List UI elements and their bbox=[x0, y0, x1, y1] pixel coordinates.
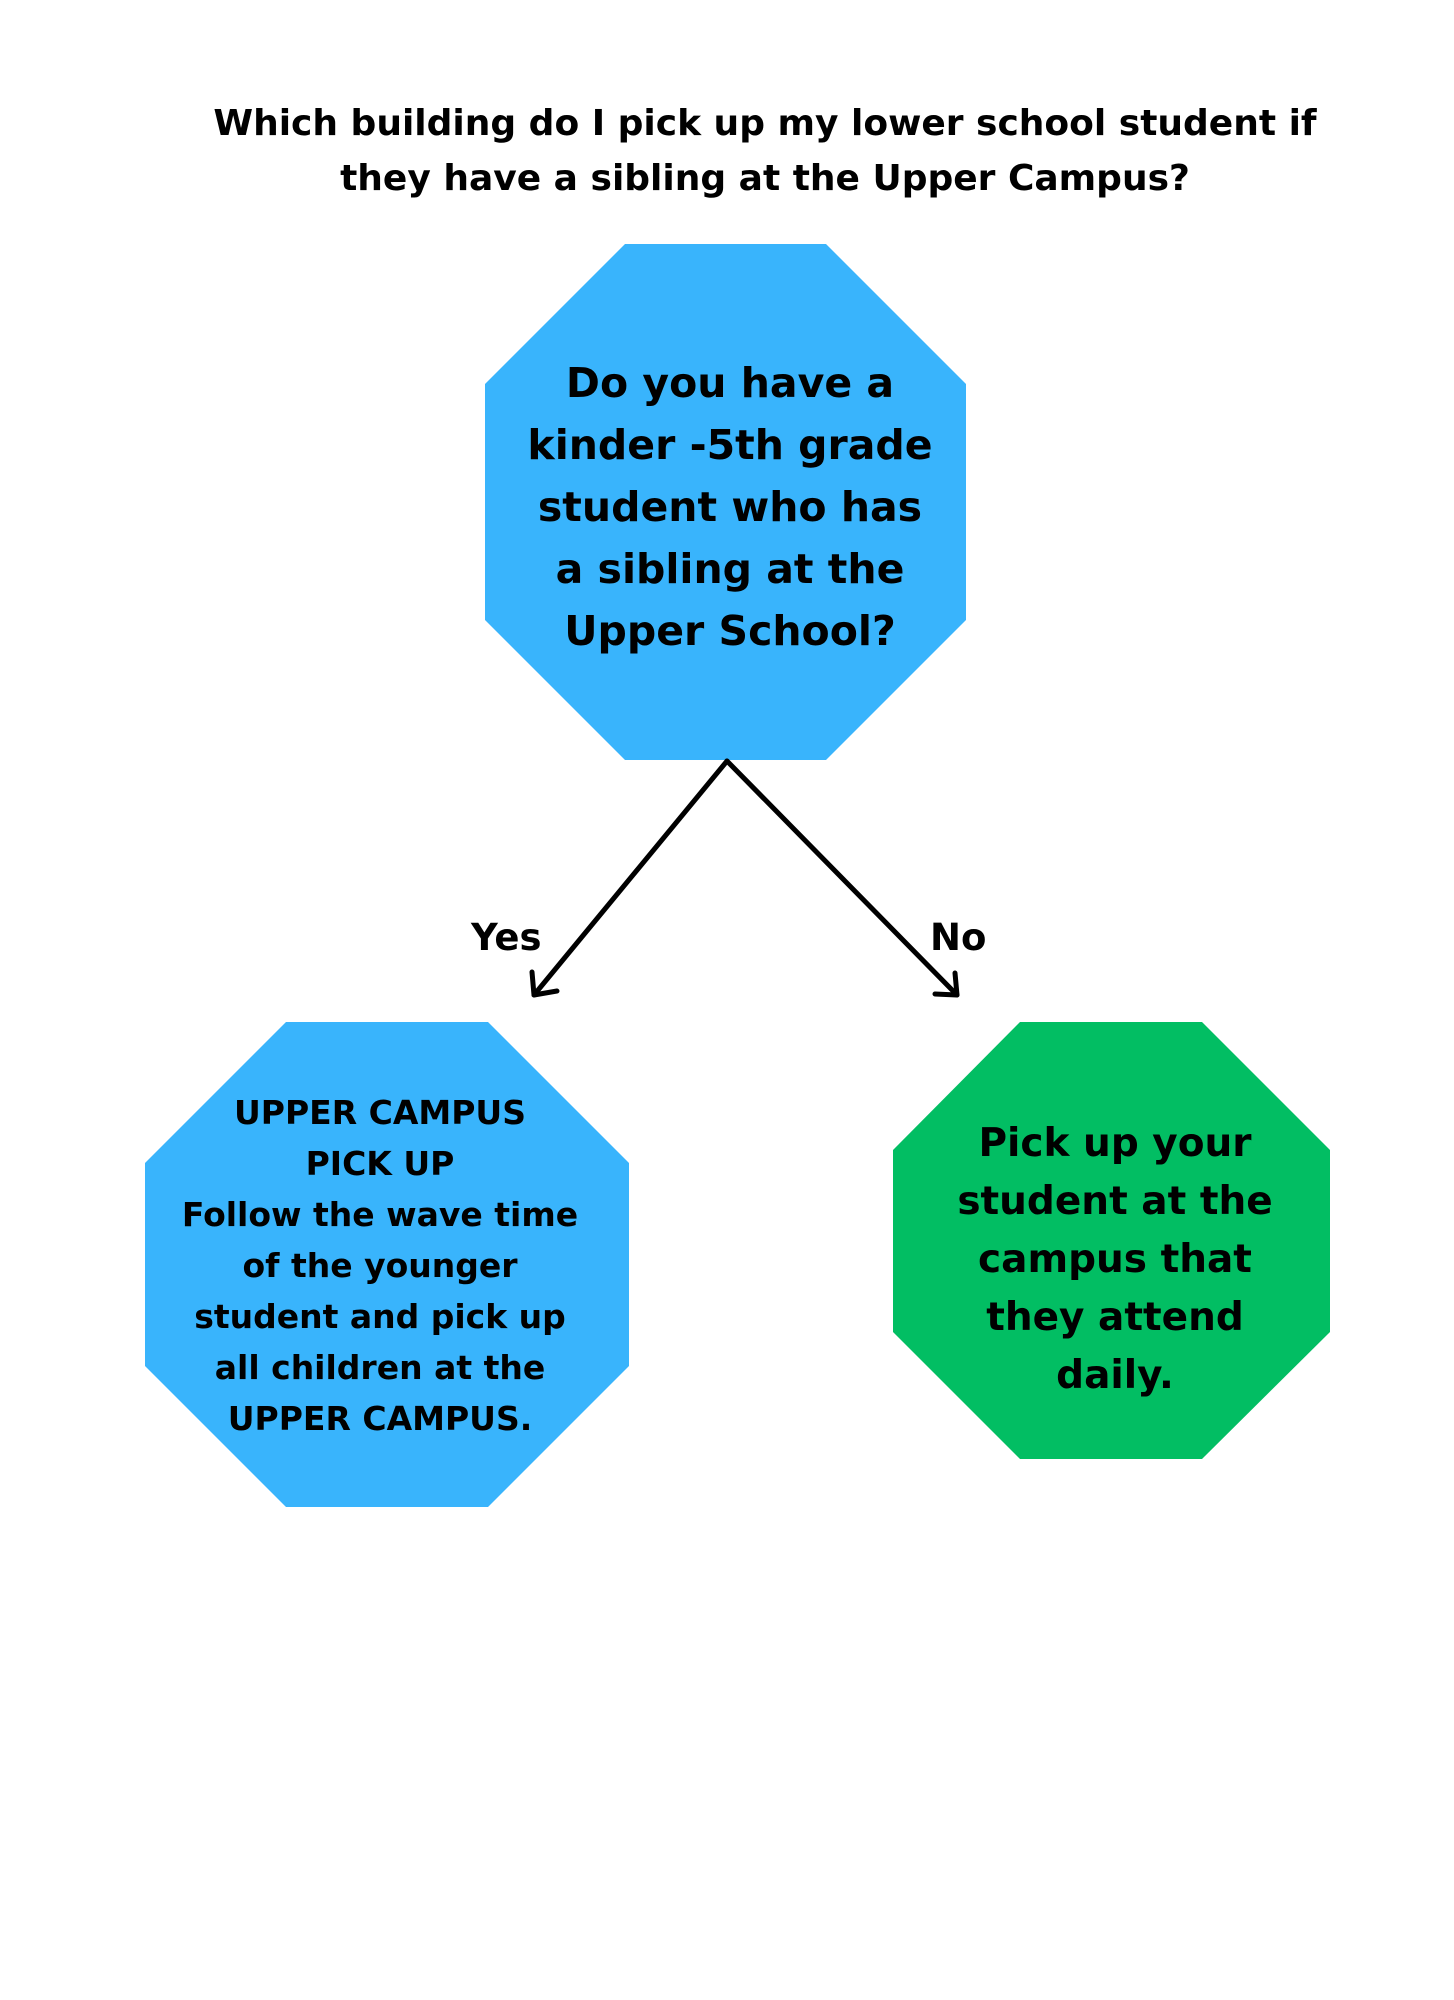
no-result-node-text: Pick up your student at the campus that … bbox=[957, 1121, 1273, 1398]
question-node-text: Do you have a kinder -5th grade student … bbox=[527, 359, 933, 655]
question-node: Do you have a kinder -5th grade student … bbox=[520, 347, 940, 667]
yes-arrow bbox=[529, 758, 730, 998]
yes-result-octagon bbox=[145, 1022, 629, 1507]
no-result-node: Pick up your student at the campus that … bbox=[920, 1100, 1310, 1420]
page-title: Which building do I pick up my lower sch… bbox=[213, 103, 1317, 199]
yes-result-node: UPPER CAMPUS PICK UP Follow the wave tim… bbox=[160, 1080, 600, 1450]
yes-branch-label: Yes bbox=[471, 916, 542, 959]
yes-result-node-text: UPPER CAMPUS PICK UP Follow the wave tim… bbox=[181, 1092, 579, 1438]
no-branch-label: No bbox=[930, 916, 987, 959]
no-arrow bbox=[724, 758, 960, 998]
no-result-octagon bbox=[893, 1022, 1330, 1459]
question-octagon bbox=[485, 244, 966, 760]
